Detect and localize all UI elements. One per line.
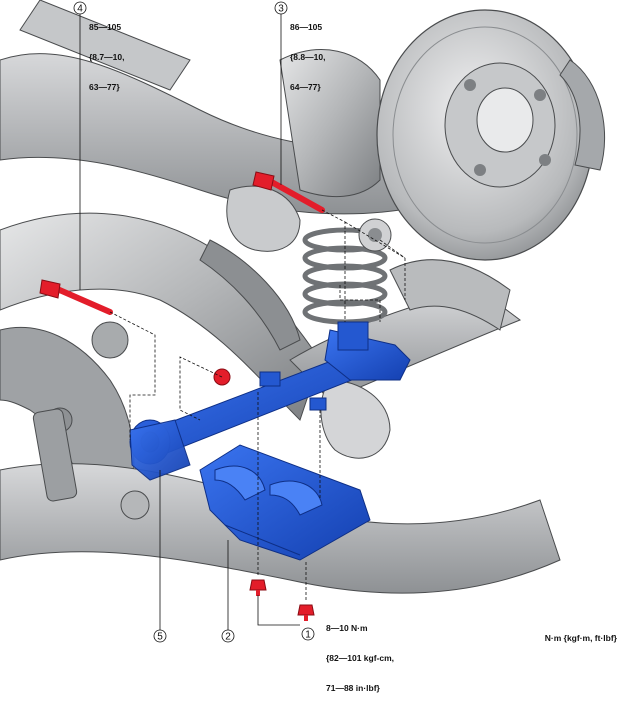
lateral-link bbox=[129, 321, 411, 481]
bolt-1-left bbox=[249, 579, 267, 596]
lower-arm bbox=[389, 259, 511, 331]
alignment-lines bbox=[109, 209, 406, 600]
callout-3: 3 bbox=[274, 1, 288, 15]
torque-spec-1: 8—10 N·m {82—101 kgf-cm, 71—88 in·lbf} bbox=[326, 603, 394, 703]
torque-spec-3-line-2: {8.8—10, bbox=[290, 52, 326, 62]
spring-seat-bushing bbox=[358, 218, 392, 252]
under-cover bbox=[199, 444, 371, 561]
suspension-illustration: 4 3 1 5 2 bbox=[0, 0, 606, 643]
units-note: N·m {kgf·m, ft·lbf} bbox=[544, 633, 617, 643]
bolt-4 bbox=[39, 279, 113, 315]
svg-text:3: 3 bbox=[278, 4, 284, 15]
svg-text:2: 2 bbox=[225, 632, 231, 643]
torque-spec-3: 86—105 {8.8—10, 64—77} bbox=[290, 2, 325, 102]
brake-disc-and-hub bbox=[376, 9, 606, 261]
svg-text:4: 4 bbox=[77, 4, 83, 15]
torque-spec-1-line-1: 8—10 N·m bbox=[326, 623, 368, 633]
torque-spec-3-line-1: 86—105 bbox=[290, 22, 323, 32]
torque-spec-1-line-2: {82—101 kgf-cm, bbox=[326, 653, 395, 663]
callout-5: 5 bbox=[153, 629, 167, 643]
bolt-1-right bbox=[297, 604, 315, 621]
callout-4: 4 bbox=[73, 1, 87, 15]
svg-text:1: 1 bbox=[305, 630, 311, 641]
torque-spec-1-line-3: 71—88 in·lbf} bbox=[326, 683, 380, 693]
svg-text:5: 5 bbox=[157, 632, 163, 643]
callout-2: 2 bbox=[221, 629, 235, 643]
torque-spec-3-line-3: 64—77} bbox=[290, 82, 321, 92]
leader-lines bbox=[79, 14, 300, 630]
torque-spec-4-line-3: 63—77} bbox=[89, 82, 120, 92]
bolt-3 bbox=[252, 171, 325, 213]
torque-spec-4-line-1: 85—105 bbox=[89, 22, 122, 32]
torque-spec-4: 85—105 {8.7—10, 63—77} bbox=[89, 2, 124, 102]
torque-spec-4-line-2: {8.7—10, bbox=[89, 52, 125, 62]
callout-1: 1 bbox=[301, 627, 315, 641]
